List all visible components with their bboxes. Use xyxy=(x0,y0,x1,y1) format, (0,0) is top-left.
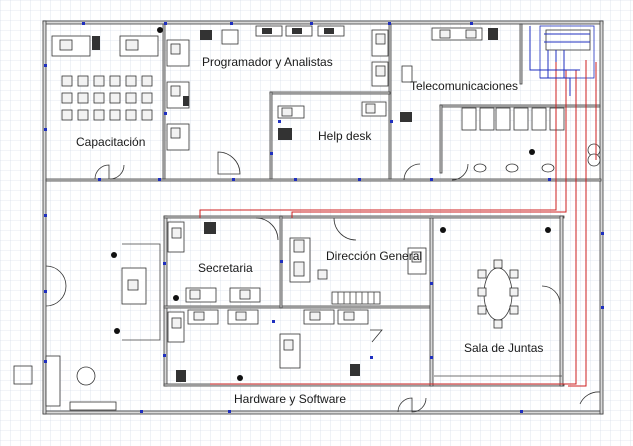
meeting-table xyxy=(483,267,513,321)
room-label-secretaria: Secretaria xyxy=(198,261,253,275)
network-nodes xyxy=(44,22,604,413)
student-chairs xyxy=(61,75,153,121)
juntas-room: Sala de Juntas xyxy=(434,259,562,377)
room-label-helpdesk: Help desk xyxy=(318,129,372,143)
plants xyxy=(111,27,551,381)
hardware-room: Hardware y Software xyxy=(167,309,383,406)
workstations-left-column xyxy=(166,39,190,151)
room-label-juntas: Sala de Juntas xyxy=(464,341,543,355)
workstations-top-row xyxy=(200,25,345,45)
room-label-programadores: Programador y Analistas xyxy=(202,55,333,69)
room-label-hardware: Hardware y Software xyxy=(234,392,346,406)
room-label-capacitacion: Capacitación xyxy=(76,135,145,149)
direccion-room: Dirección General xyxy=(289,217,427,305)
reception-area xyxy=(13,243,161,411)
room-label-direccion: Dirección General xyxy=(326,249,422,263)
capacitacion-room: Capacitación xyxy=(51,35,159,180)
helpdesk-room: Help desk xyxy=(277,101,387,143)
secretaria-room: Secretaria xyxy=(167,217,279,303)
top-room-walls xyxy=(162,23,601,180)
cabinet-drawers xyxy=(337,292,375,304)
room-label-telecom: Telecomunicaciones xyxy=(410,79,518,93)
outer-walls xyxy=(42,20,604,415)
entrance-doors xyxy=(397,163,601,413)
network-cabling xyxy=(199,26,597,387)
programadores-room: Programador y Analistas xyxy=(166,25,413,175)
workstations-right-column xyxy=(371,29,413,122)
bathrooms xyxy=(461,107,601,173)
